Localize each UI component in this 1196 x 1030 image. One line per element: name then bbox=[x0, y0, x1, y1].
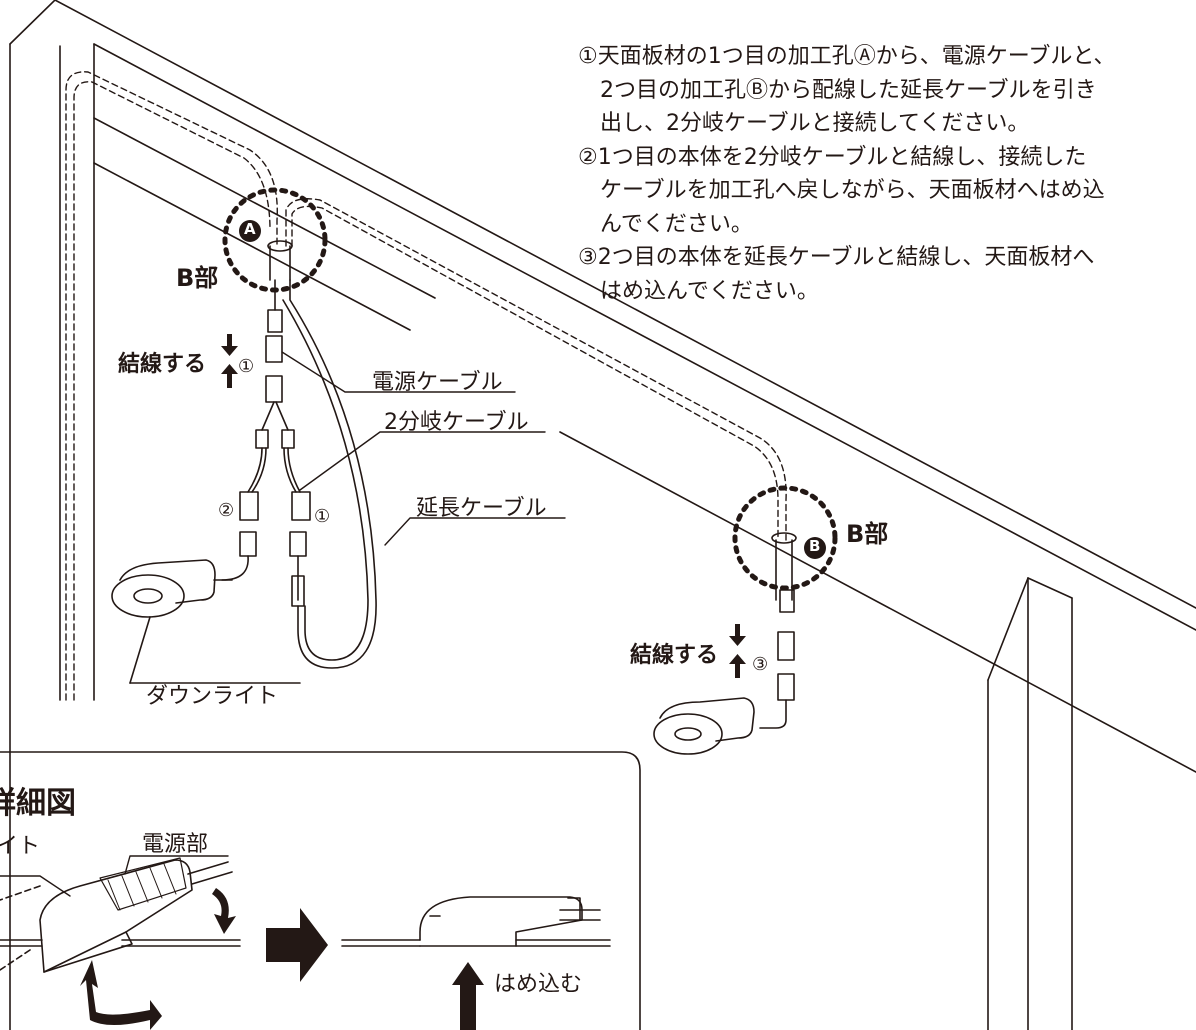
power-cable-label: 電源ケーブル bbox=[372, 370, 503, 395]
hidden-cables bbox=[65, 71, 787, 701]
power-unit-label: 電源部 bbox=[142, 832, 209, 857]
hole-a-marker bbox=[239, 220, 261, 242]
detail-downlight-label: イト bbox=[0, 834, 41, 859]
connect-left-label: 結線する bbox=[118, 352, 207, 377]
insert-label: はめ込む bbox=[494, 972, 583, 997]
downlight-right bbox=[653, 697, 755, 755]
hole-b-circle bbox=[732, 485, 838, 601]
instruction-line: んでください。 bbox=[600, 211, 753, 237]
step-1-marker: ① bbox=[238, 356, 255, 377]
detail-next-arrow bbox=[266, 908, 328, 982]
downlight-left bbox=[111, 559, 301, 684]
hole-b-marker bbox=[804, 537, 826, 559]
instruction-line: ケーブルを加工孔へ戻しながら、天面板材へはめ込 bbox=[600, 178, 1105, 203]
detail-title: 詳細図 bbox=[0, 786, 76, 821]
step-3-marker: ③ bbox=[752, 654, 769, 675]
instruction-line: ①天面板材の1つ目の加工孔Ⓐから、電源ケーブルと、 bbox=[578, 44, 1116, 69]
step-2-marker: ② bbox=[218, 500, 235, 521]
detail-box bbox=[0, 751, 641, 1030]
detail-downlight-inserted bbox=[341, 896, 611, 947]
instruction-line: 2つ目の加工孔Ⓑから配線した延長ケーブルを引き bbox=[600, 77, 1097, 103]
connect-arrows-left bbox=[221, 334, 238, 388]
downlight-label: ダウンライト bbox=[146, 684, 279, 709]
insert-arrow bbox=[452, 962, 484, 1030]
instruction-list: ①天面板材の1つ目の加工孔Ⓐから、電源ケーブルと、 2つ目の加工孔Ⓑから配線した… bbox=[578, 40, 1116, 308]
hole-a-label: A bbox=[244, 220, 256, 238]
right-cables bbox=[759, 589, 795, 729]
right-frame bbox=[987, 577, 1073, 1030]
split-cable-label: 2分岐ケーブル bbox=[384, 410, 529, 435]
part-b-left-label: B部 bbox=[176, 264, 219, 292]
connect-right-label: 結線する bbox=[630, 643, 719, 668]
callout-lines bbox=[281, 351, 566, 546]
instruction-line: 出し、2分岐ケーブルと接続してください。 bbox=[600, 111, 1030, 136]
instruction-line: はめ込んでください。 bbox=[600, 278, 819, 304]
connect-arrows-right bbox=[729, 624, 746, 678]
left-cables bbox=[221, 279, 377, 669]
detail-rotate-arrows bbox=[80, 888, 236, 1030]
left-frame bbox=[9, 0, 1196, 1030]
hole-b-label: B bbox=[809, 537, 821, 555]
instruction-line: ③2つ目の本体を延長ケーブルと結線し、天面板材へ bbox=[578, 245, 1095, 270]
detail-downlight-tilted bbox=[0, 857, 241, 973]
extension-cable-label: 延長ケーブル bbox=[416, 496, 547, 521]
step-1-marker-right: ① bbox=[314, 506, 331, 527]
part-b-right-label: B部 bbox=[846, 520, 889, 548]
detail-callout-lines bbox=[0, 855, 229, 897]
instruction-line: ②1つ目の本体を2分岐ケーブルと結線し、接続した bbox=[578, 144, 1087, 170]
